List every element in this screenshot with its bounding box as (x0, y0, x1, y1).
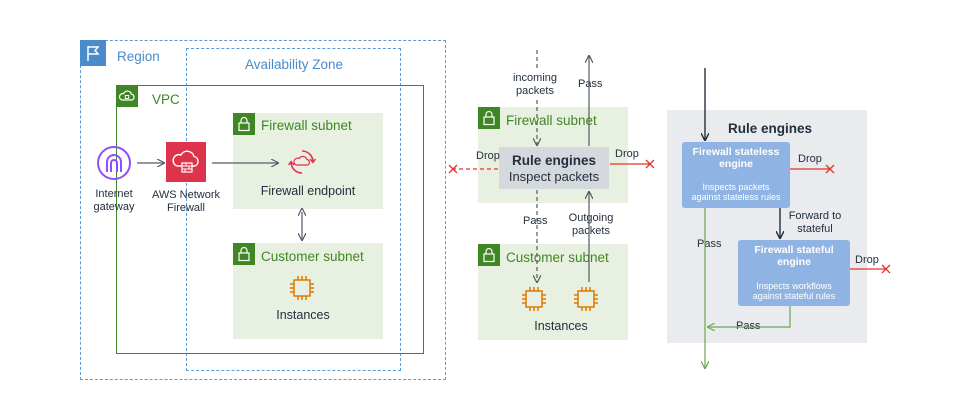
drop-1-label: Drop (798, 153, 822, 165)
pass-top-label: Pass (578, 78, 603, 90)
outgoing-packets-label: Outgoing packets (560, 212, 622, 237)
stateful-engine-box (738, 240, 850, 306)
internet-gateway-icon (96, 145, 132, 181)
forward-to-stateful-label: Forward to stateful (784, 210, 846, 235)
lock-icon (478, 244, 500, 266)
vpc-cloud-icon (116, 85, 138, 107)
internet-gateway-label: Internet gateway (82, 188, 146, 213)
network-firewall-label: AWS Network Firewall (144, 189, 228, 214)
firewall-endpoint-label: Firewall endpoint (260, 184, 356, 198)
region-boundary (80, 40, 446, 380)
drop-left-x-icon (448, 164, 458, 174)
stateless-engine-title-line-2: engine (719, 158, 753, 171)
stateful-engine-title-line-1: Firewall stateful (754, 244, 834, 256)
network-firewall-label-line-2: Firewall (167, 201, 205, 214)
firewall-subnet-label: Firewall subnet (261, 118, 352, 133)
middle-customer-subnet (478, 244, 628, 340)
ec2-instance-icon (571, 284, 601, 314)
stateful-engine-body: Inspects workflows against stateful rule… (738, 281, 850, 302)
firewall-endpoint-icon (287, 148, 317, 176)
stateless-engine-box (682, 142, 790, 208)
drop-right-x-icon (645, 159, 655, 169)
rule-engines-panel-title: Rule engines (728, 121, 813, 136)
region-flag-icon (80, 40, 106, 66)
forward-label-line-1: Forward to (788, 210, 842, 222)
middle-rule-engines-title: Rule engines (511, 153, 597, 168)
vpc-label: VPC (152, 92, 180, 107)
internet-gateway-label-line-2: gateway (93, 200, 135, 213)
incoming-packets-label: incoming packets (500, 72, 570, 97)
drop-2-label: Drop (855, 254, 879, 266)
region-label: Region (117, 49, 160, 64)
pass-bottom-label: Pass (523, 215, 548, 227)
firewall-subnet (233, 113, 383, 209)
middle-instances-label: Instances (534, 319, 588, 333)
stateless-engine-title: Firewall stateless engine (682, 146, 790, 170)
stateful-engine-body-line-1: Inspects workflows (756, 281, 832, 291)
ec2-instance-icon (287, 273, 317, 303)
middle-firewall-subnet-label: Firewall subnet (506, 113, 597, 128)
lock-icon (233, 113, 255, 135)
stateful-pass-arrow (708, 306, 791, 327)
stateless-drop-x-icon (825, 164, 835, 174)
internet-gateway-label-line-1: Internet (95, 188, 133, 200)
network-firewall-icon (166, 142, 206, 182)
incoming-packets-line-1: incoming (512, 72, 558, 84)
availability-zone-label: Availability Zone (245, 57, 344, 72)
instances-label: Instances (276, 308, 330, 322)
customer-subnet (233, 243, 383, 339)
middle-rule-engines-box (499, 147, 609, 189)
middle-customer-subnet-label: Customer subnet (506, 250, 609, 265)
stateless-engine-title-line-1: Firewall stateless (692, 146, 780, 158)
middle-rule-engines-subtitle: Inspect packets (508, 169, 600, 184)
lock-icon (233, 243, 255, 265)
availability-zone-boundary (186, 48, 401, 371)
ec2-instance-icon (519, 284, 549, 314)
outgoing-packets-line-2: packets (572, 224, 610, 237)
stateless-engine-body-line-1: Inspects packets (702, 182, 770, 192)
stateful-engine-title: Firewall stateful engine (738, 244, 850, 268)
lock-icon (478, 107, 500, 129)
stateless-engine-body: Inspects packets against stateless rules (682, 182, 790, 203)
stateful-engine-body-line-2: against stateful rules (752, 291, 836, 302)
pass-left-label: Pass (697, 238, 722, 250)
forward-label-line-2: stateful (797, 222, 833, 235)
drop-right-label: Drop (615, 148, 639, 160)
drop-left-label: Drop (476, 150, 500, 162)
vpc-boundary (116, 85, 424, 354)
customer-subnet-label: Customer subnet (261, 249, 364, 264)
stateless-engine-body-line-2: against stateless rules (691, 192, 781, 203)
network-firewall-label-line-1: AWS Network (151, 189, 221, 201)
incoming-packets-line-2: packets (516, 84, 554, 97)
pass-bottom-right-label: Pass (736, 320, 761, 332)
outgoing-packets-line-1: Outgoing (568, 212, 614, 224)
stateful-engine-title-line-2: engine (777, 256, 811, 269)
stateful-drop-x-icon (881, 264, 891, 274)
